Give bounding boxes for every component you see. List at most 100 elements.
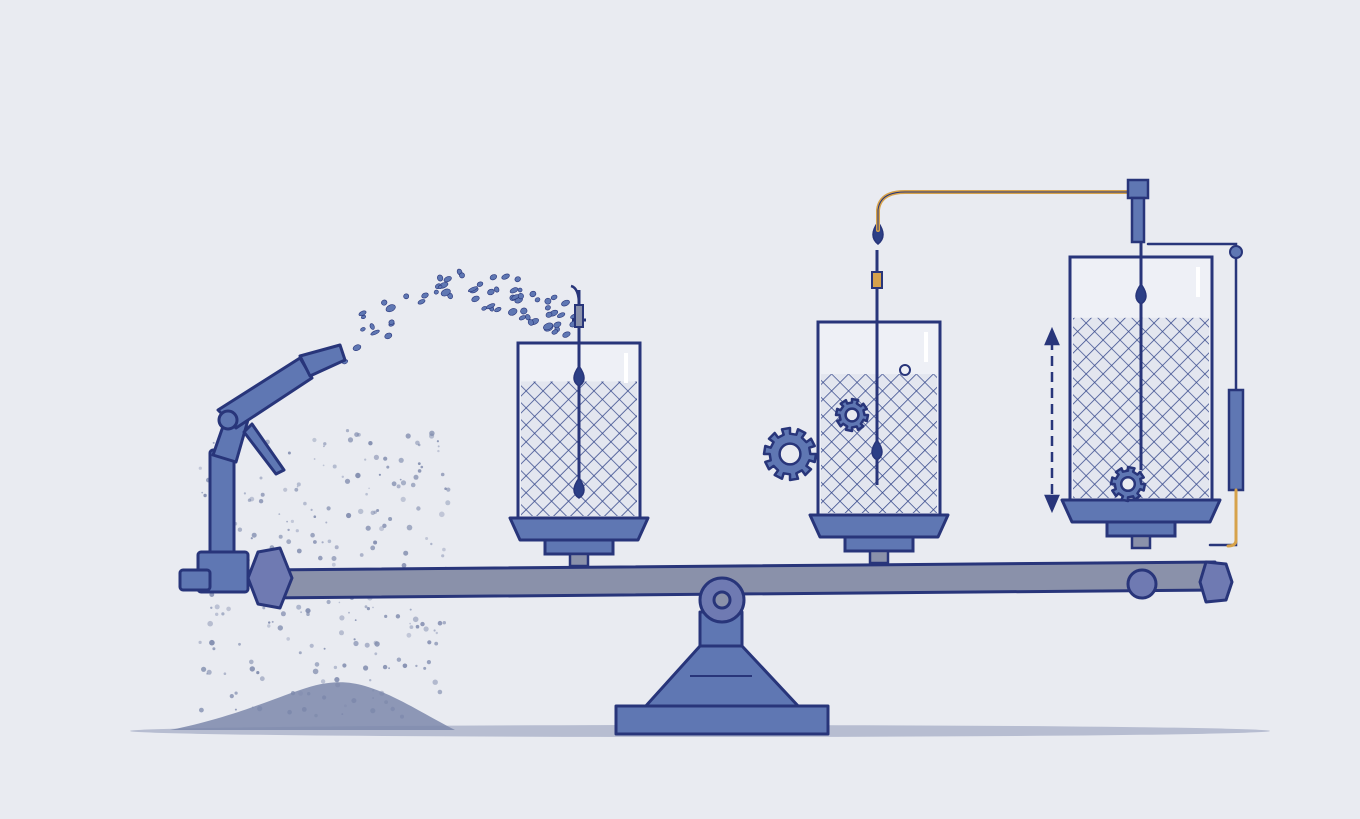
powder-particle <box>323 445 325 448</box>
powder-particle <box>396 484 401 489</box>
powder-particle <box>203 493 207 498</box>
powder-particle <box>326 506 331 511</box>
powder-particle <box>445 500 451 506</box>
powder-particle <box>338 601 341 604</box>
powder-particle <box>372 697 374 699</box>
spray-droplet <box>551 329 559 335</box>
powder-particle <box>405 433 411 439</box>
powder-particle <box>332 464 337 469</box>
powder-particle <box>374 641 380 647</box>
spray-droplet <box>514 276 521 283</box>
powder-particle <box>260 492 265 497</box>
powder-particle <box>243 492 246 495</box>
powder-particle <box>287 709 292 715</box>
powder-particle <box>214 604 220 610</box>
powder-particle <box>396 657 402 662</box>
powder-particle <box>322 695 327 700</box>
powder-particle <box>259 476 263 480</box>
powder-particle <box>320 679 326 684</box>
powder-particle <box>420 465 424 469</box>
powder-pile-icon <box>170 682 455 730</box>
powder-particle <box>307 692 311 696</box>
powder-particle <box>287 451 291 455</box>
powder-particle <box>363 665 369 671</box>
powder-particle <box>400 496 406 502</box>
powder-particle <box>444 487 447 491</box>
feed-pipe-icon <box>876 178 1245 548</box>
powder-particle <box>258 499 264 504</box>
spray-droplet <box>501 273 510 280</box>
powder-particle <box>300 611 302 614</box>
powder-particle <box>364 605 368 609</box>
spray-droplet <box>543 322 554 331</box>
powder-particle <box>351 698 357 704</box>
powder-particle <box>321 541 324 544</box>
spray-droplet <box>384 332 393 340</box>
spray-droplet <box>433 289 439 295</box>
powder-particle <box>259 676 265 682</box>
powder-particle <box>294 487 299 492</box>
balance-fulcrum-icon <box>614 610 830 736</box>
water-drop-icon <box>1135 282 1147 305</box>
powder-particle <box>440 472 445 477</box>
spray-droplet <box>443 276 452 283</box>
beaker-middle-icon <box>808 220 950 565</box>
powder-particle <box>368 441 373 446</box>
powder-particle <box>257 706 263 712</box>
powder-particle <box>286 637 291 641</box>
powder-particle <box>327 539 332 544</box>
powder-particle <box>417 469 422 473</box>
powder-particle <box>212 647 216 651</box>
powder-particle <box>400 714 404 719</box>
powder-particle <box>386 465 390 469</box>
spray-droplet <box>527 319 534 326</box>
powder-particle <box>286 520 288 523</box>
spray-droplet <box>487 288 495 296</box>
powder-particle <box>357 432 361 437</box>
water-drop-icon <box>573 476 585 499</box>
powder-particle <box>341 713 344 715</box>
powder-particle <box>353 640 359 647</box>
powder-particle <box>417 443 421 447</box>
powder-particle <box>434 641 439 646</box>
powder-particle <box>296 482 301 487</box>
gear-icon <box>1109 465 1147 503</box>
powder-particle <box>373 454 379 460</box>
powder-particle <box>370 545 376 551</box>
spray-droplet <box>385 304 396 313</box>
powder-particle <box>234 691 238 695</box>
powder-particle <box>373 640 378 645</box>
powder-particle <box>290 691 296 696</box>
beaker-left-icon <box>508 284 650 568</box>
powder-particle <box>247 498 252 502</box>
powder-particle <box>335 682 341 688</box>
powder-particle <box>346 512 352 519</box>
powder-particle <box>413 474 419 480</box>
powder-particle <box>325 521 328 524</box>
powder-particle <box>364 642 370 648</box>
powder-particle <box>310 532 315 538</box>
powder-particle <box>442 547 446 552</box>
powder-particle <box>277 625 283 631</box>
powder-particle <box>309 643 314 648</box>
water-drop-icon <box>871 438 883 461</box>
powder-particle <box>435 631 438 635</box>
powder-particle <box>446 487 451 492</box>
powder-particle <box>437 620 443 626</box>
powder-particle <box>296 548 302 554</box>
powder-particle <box>345 429 350 433</box>
powder-particle <box>383 456 388 461</box>
spray-droplet <box>556 312 566 319</box>
powder-particle <box>229 694 234 699</box>
powder-particle <box>416 506 421 511</box>
powder-particle <box>364 458 367 461</box>
powder-particle <box>437 689 443 695</box>
spray-droplet <box>360 327 366 332</box>
powder-particle <box>201 491 204 494</box>
powder-particle <box>314 662 320 667</box>
powder-particle <box>401 563 407 568</box>
spray-droplet <box>352 344 362 351</box>
powder-particle <box>314 713 318 718</box>
water-drop-icon <box>872 220 884 245</box>
pivot-hub-icon <box>698 576 746 624</box>
